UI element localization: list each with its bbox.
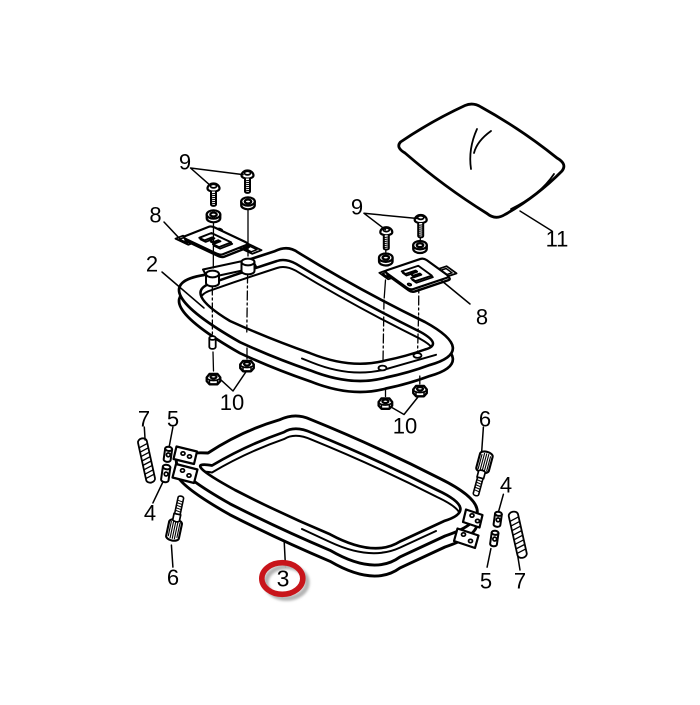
- svg-text:9: 9: [179, 150, 191, 175]
- svg-text:8: 8: [149, 203, 161, 228]
- svg-text:5: 5: [167, 407, 179, 432]
- svg-text:2: 2: [146, 252, 158, 277]
- svg-text:4: 4: [144, 501, 156, 526]
- svg-text:6: 6: [479, 407, 491, 432]
- svg-text:11: 11: [546, 227, 569, 252]
- svg-text:6: 6: [167, 565, 179, 590]
- svg-text:9: 9: [351, 195, 363, 220]
- svg-text:3: 3: [277, 566, 290, 592]
- svg-text:7: 7: [138, 407, 150, 432]
- svg-text:5: 5: [480, 569, 492, 594]
- svg-text:4: 4: [500, 473, 512, 498]
- svg-text:8: 8: [476, 305, 488, 330]
- svg-text:10: 10: [220, 390, 244, 415]
- svg-text:7: 7: [514, 569, 526, 594]
- svg-text:10: 10: [393, 414, 417, 439]
